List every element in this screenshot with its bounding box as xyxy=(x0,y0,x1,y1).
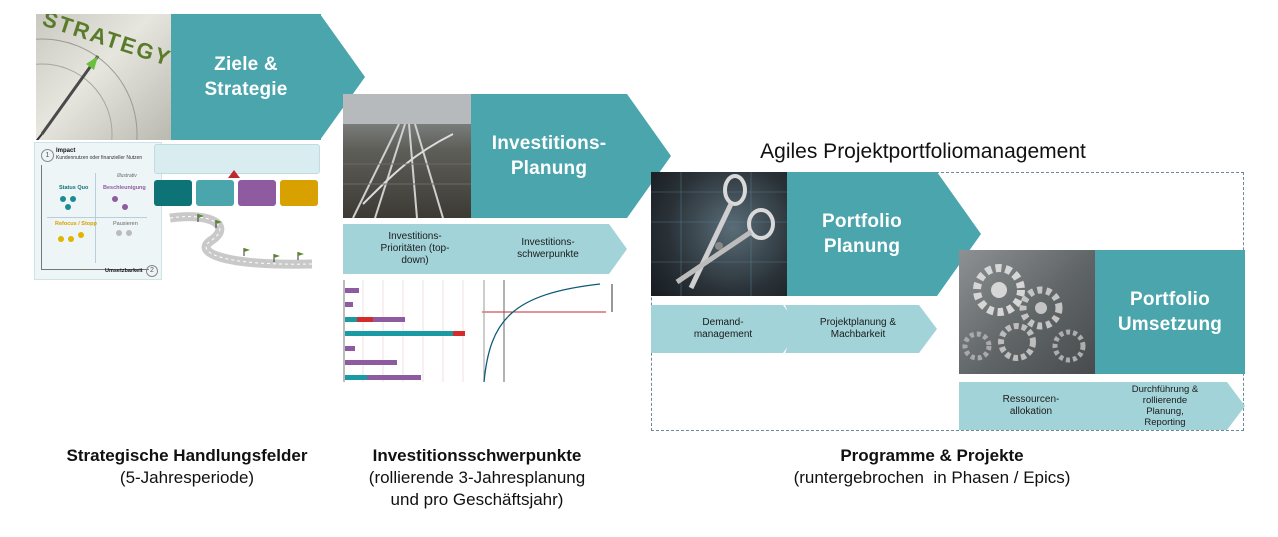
bar-2 xyxy=(345,302,353,307)
matrix-y-axis xyxy=(41,165,42,269)
caption-strategische-sub: (5-Jahresperiode) xyxy=(119,468,255,487)
caption-invest-sub2: und pro Geschäftsjahr) xyxy=(390,490,564,509)
chevron-durchfuehrung: Durchführung & rollierende Planung, Repo… xyxy=(1091,382,1245,430)
bar-7b xyxy=(367,375,421,380)
caption-programme: Programme & Projekte (runtergebrochen in… xyxy=(730,445,1134,489)
roadmap-block-4 xyxy=(280,180,318,206)
bar-7a xyxy=(345,375,367,380)
roadmap-road xyxy=(169,170,313,269)
matrix-impact-title: Impact xyxy=(56,148,76,154)
scissors-icon xyxy=(651,172,787,296)
stage-ziele-label: Ziele & Strategie xyxy=(204,54,288,100)
matrix-impact-sub: Kundennutzen oder finanzieller Nutzen xyxy=(56,155,143,161)
bar-4b xyxy=(453,331,465,336)
matrix-dots xyxy=(58,196,132,242)
chevron-projektplanung: Projektplanung & Machbarkeit xyxy=(785,305,937,353)
rails-photo xyxy=(343,94,471,218)
roadmap-block-3 xyxy=(238,180,276,206)
chevron-investitions-prioritaeten: Investitions- Prioritäten (top- down) xyxy=(343,224,493,274)
invest-curve-chart xyxy=(482,280,613,382)
matrix-status-quo: Status Quo xyxy=(59,185,89,191)
strategy-matrix: 1 Impact Kundennutzen oder finanzieller … xyxy=(34,142,162,280)
matrix-badge-2: 2 xyxy=(146,265,158,277)
gears-photo xyxy=(959,250,1095,374)
scissors-photo xyxy=(651,172,787,296)
bar-6 xyxy=(345,360,397,365)
roadmap-illustration xyxy=(152,142,320,278)
stage-invest-label: Investitions- Planung xyxy=(491,133,607,179)
caption-strategische-title: Strategische Handlungsfelder xyxy=(66,446,308,465)
bar-5 xyxy=(345,346,355,351)
matrix-pausieren: Pausieren xyxy=(113,221,138,227)
bar-3b xyxy=(357,317,373,322)
bar-4a xyxy=(345,331,453,336)
stage-ziele-strategie: Ziele & Strategie xyxy=(171,14,321,140)
stage-portfolio-planung-label: Portfolio Planung xyxy=(822,211,902,257)
chevron-ressourcen-allokation: Ressourcen- allokation xyxy=(959,382,1109,430)
caption-prog-title: Programme & Projekte xyxy=(840,446,1024,465)
stage-investitions-planung: Investitions- Planung xyxy=(471,94,627,218)
chevron-investitions-schwerpunkte: Investitions- schwerpunkte xyxy=(475,224,627,274)
matrix-refocus: Refocus / Stopp xyxy=(55,221,97,227)
caption-prog-sub: (runtergebrochen in Phasen / Epics) xyxy=(793,468,1071,487)
matrix-h-divider xyxy=(47,217,147,218)
matrix-badge-1: 1 xyxy=(41,149,54,162)
compass-icon xyxy=(36,38,138,140)
bar-1 xyxy=(345,288,359,293)
gears-icon xyxy=(962,264,1086,363)
caption-invest-sub1: (rollierende 3-Jahresplanung xyxy=(368,468,586,487)
roadmap-header-bar xyxy=(154,144,320,174)
stage-portfolio-umsetzung-label: Portfolio Umsetzung xyxy=(1117,289,1223,335)
matrix-x-axis xyxy=(41,269,149,270)
roadmap-block-1 xyxy=(154,180,192,206)
caption-investitionsschwerpunkte: Investitionsschwerpunkte (rollierende 3-… xyxy=(340,445,614,511)
stage-portfolio-planung: Portfolio Planung xyxy=(787,172,937,296)
roadmap-block-2 xyxy=(196,180,234,206)
rails-icon xyxy=(343,94,471,218)
stage-portfolio-umsetzung: Portfolio Umsetzung xyxy=(1095,250,1245,374)
bar-3a xyxy=(345,317,357,322)
invest-bar-chart xyxy=(343,280,465,382)
caption-strategische: Strategische Handlungsfelder (5-Jahrespe… xyxy=(20,445,354,489)
strategy-photo: STRATEGY xyxy=(36,14,171,140)
matrix-beschleunigung: Beschleunigung xyxy=(103,185,146,191)
matrix-illustrativ: Illustrativ xyxy=(117,173,137,179)
agile-title: Agiles Projektportfoliomanagement xyxy=(760,140,1086,163)
bar-3c xyxy=(373,317,405,322)
caption-invest-title: Investitionsschwerpunkte xyxy=(372,446,582,465)
matrix-v-divider xyxy=(95,173,96,263)
matrix-umsetzbarkeit: Umsetzbarkeit xyxy=(105,268,143,274)
chevron-demand-management: Demand- management xyxy=(651,305,801,353)
